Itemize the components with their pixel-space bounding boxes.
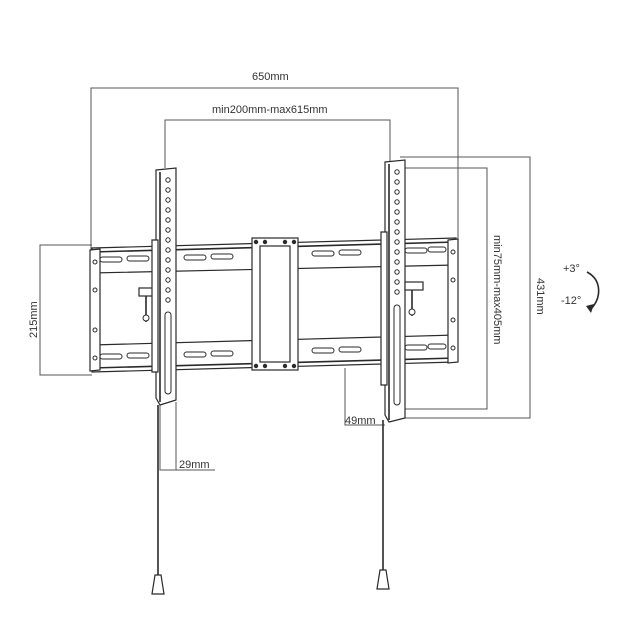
overall-width-label: 650mm <box>252 71 289 83</box>
left-hanging-arm <box>138 167 177 406</box>
arm-spacing-label: min200mm-max615mm <box>212 104 328 116</box>
left-arm-slot <box>164 311 172 395</box>
rail-height-dim-line <box>39 244 92 376</box>
bottom-rail-slots <box>99 343 447 360</box>
overall-width-dim-line <box>90 87 459 255</box>
right-arm-clip <box>380 231 388 386</box>
arm-spacing-dim-line <box>164 119 391 168</box>
right-arm-slot <box>393 304 401 406</box>
left-end-plate <box>89 248 101 372</box>
arm-width-label: 29mm <box>179 459 210 471</box>
left-arm-clip <box>151 239 159 373</box>
arm-height-dim-line <box>400 156 531 419</box>
rail-height-label: 215mm <box>28 301 40 338</box>
arm-slot-range-label: min75mm-max405mm <box>491 235 503 344</box>
arm-slot-range-dim-line <box>400 167 488 410</box>
tilt-indicator: +3° -12° <box>561 263 600 313</box>
arm-width-dim-line <box>159 402 215 471</box>
tilt-arrow-head <box>586 304 594 313</box>
right-arm-safety-lock <box>404 281 424 316</box>
right-end-plate <box>447 238 459 364</box>
wall-depth-dim-line <box>344 368 385 426</box>
dimension-lines <box>39 87 531 471</box>
left-arm-holes <box>165 177 171 303</box>
center-plate-bolts <box>253 239 297 369</box>
tilt-down-label: -12° <box>561 295 581 307</box>
center-plate-inner <box>259 245 291 363</box>
right-hanging-arm <box>380 159 424 423</box>
end-plate-bolts <box>92 249 456 361</box>
wall-depth-label: 49mm <box>345 415 376 427</box>
top-rail-slots <box>99 246 447 263</box>
left-string-weight <box>151 574 165 595</box>
left-arm-safety-lock <box>138 287 158 322</box>
wall-plate <box>89 237 459 373</box>
arm-height-label: 431mm <box>534 278 546 315</box>
tilt-up-label: +3° <box>563 263 580 275</box>
dimension-labels: 650mm min200mm-max615mm 215mm min75mm-ma… <box>28 71 546 471</box>
right-string-weight <box>376 569 390 590</box>
right-arm-holes <box>394 169 400 295</box>
pull-strings <box>151 405 390 595</box>
